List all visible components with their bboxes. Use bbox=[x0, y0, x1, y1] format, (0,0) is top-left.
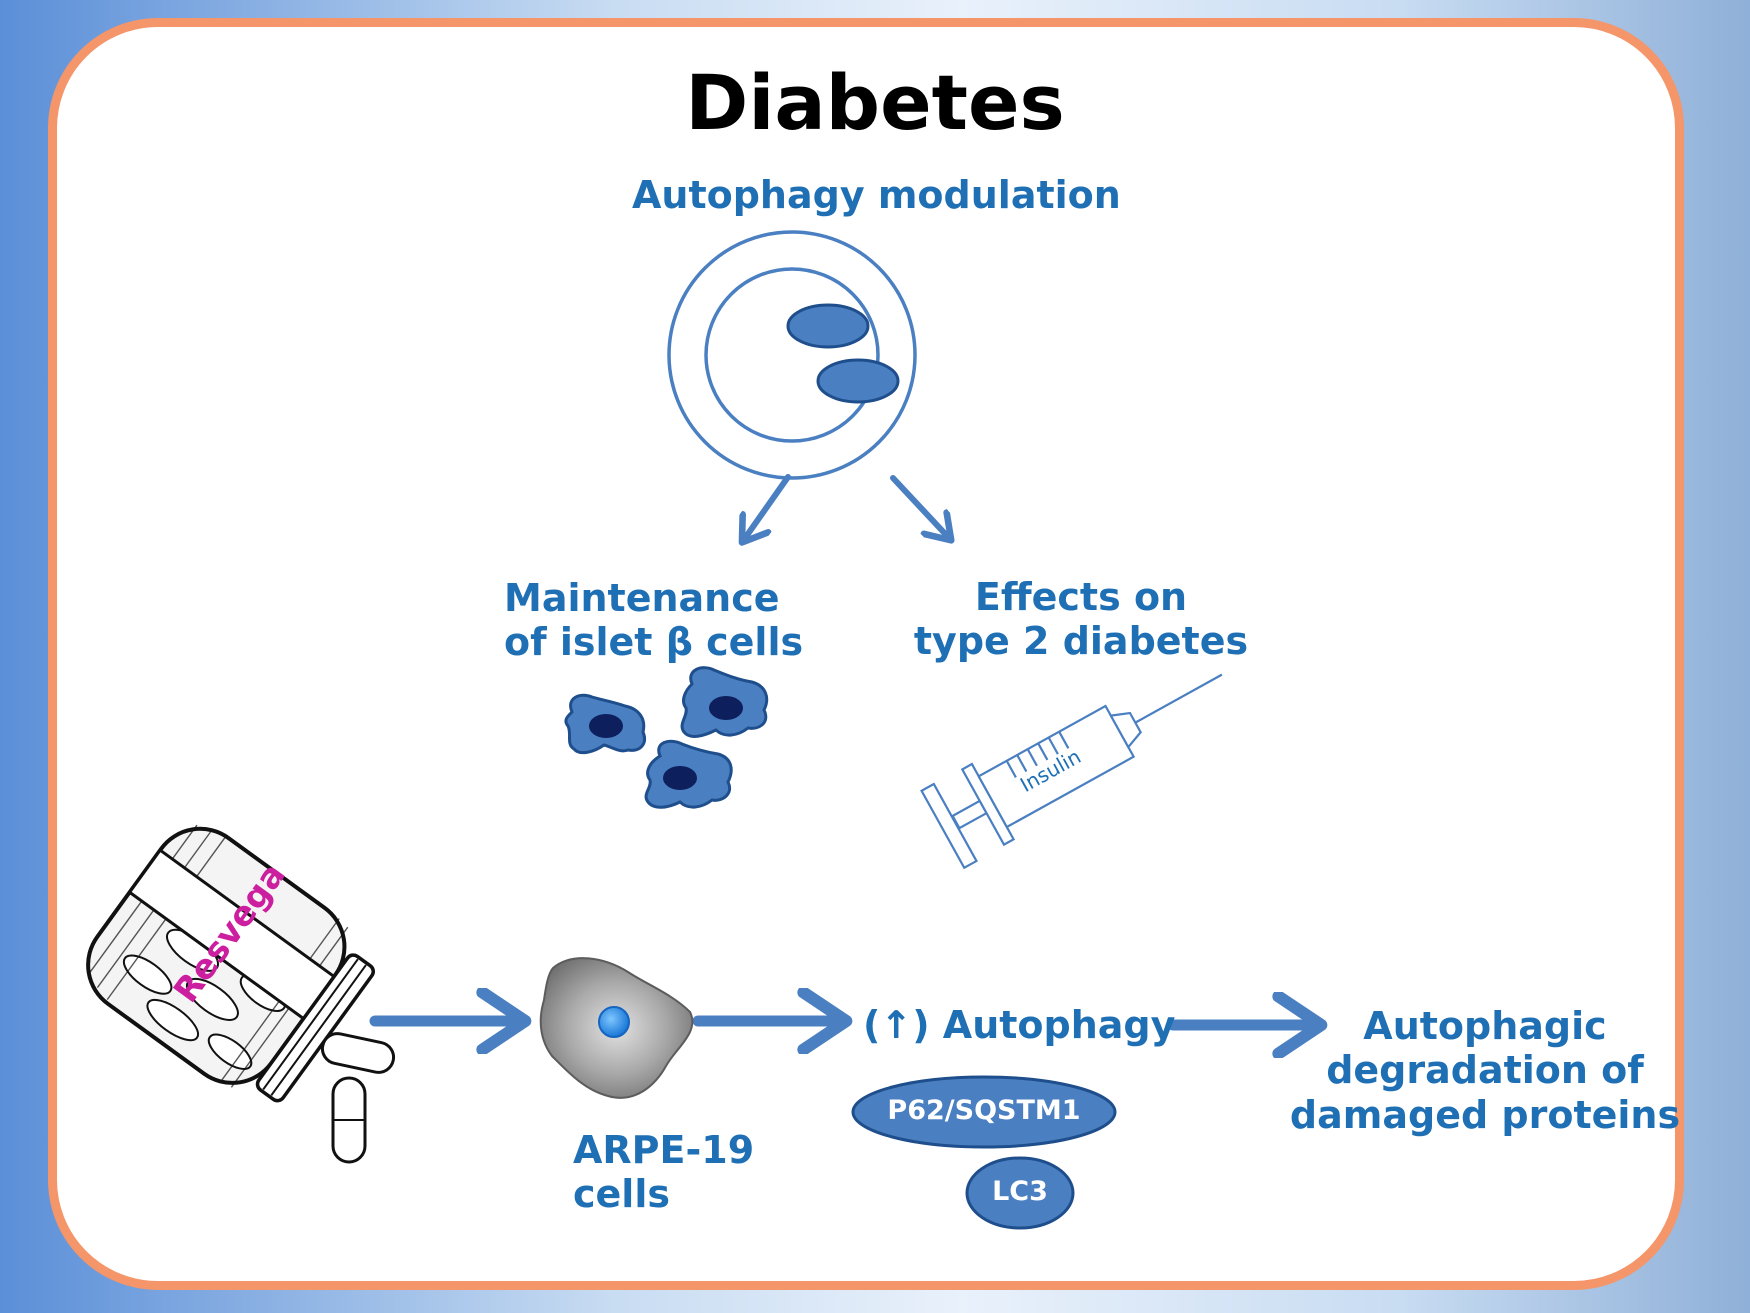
autophagosome-icon bbox=[667, 230, 917, 480]
degradation-line1: Autophagic bbox=[1363, 1004, 1607, 1048]
arpe19-cell-icon bbox=[539, 957, 694, 1099]
marker-p62-label: P62/SQSTM1 bbox=[887, 1095, 1081, 1126]
degradation-line2: degradation of bbox=[1326, 1048, 1644, 1093]
arpe19-label: ARPE-19 cells bbox=[573, 1128, 754, 1217]
resvega-bottle-icon: Resvega bbox=[86, 824, 375, 1103]
maintenance-label: Maintenance of islet β cells bbox=[504, 576, 803, 665]
insulin-syringe-icon bbox=[920, 673, 1223, 870]
effects-line2: type 2 diabetes bbox=[913, 619, 1249, 664]
marker-p62-pill bbox=[851, 1075, 1117, 1149]
capsule-icon bbox=[320, 1032, 396, 1164]
arpe19-line1: ARPE-19 bbox=[573, 1128, 755, 1172]
maintenance-line1: Maintenance bbox=[504, 576, 780, 620]
marker-lc3-label: LC3 bbox=[992, 1176, 1048, 1207]
maintenance-line2: of islet β cells bbox=[504, 620, 804, 665]
effects-label: Effects on type 2 diabetes bbox=[911, 575, 1251, 664]
degradation-line3: damaged proteins bbox=[1289, 1092, 1681, 1137]
diagram-panel bbox=[48, 18, 1684, 1290]
autophagy-modulation-label: Autophagy modulation bbox=[632, 173, 1121, 217]
arrow-to-maintenance bbox=[743, 474, 791, 541]
arpe19-line2: cells bbox=[573, 1172, 670, 1217]
marker-lc3-pill bbox=[965, 1156, 1075, 1230]
autophagy-increase-label: (↑) Autophagy bbox=[863, 1003, 1176, 1047]
effects-line1: Effects on bbox=[974, 575, 1188, 619]
islet-beta-cells-icon bbox=[564, 666, 769, 809]
page-title: Diabetes bbox=[685, 58, 1065, 147]
degradation-label: Autophagic degradation of damaged protei… bbox=[1285, 1004, 1685, 1137]
arrow-to-effects bbox=[890, 475, 950, 539]
